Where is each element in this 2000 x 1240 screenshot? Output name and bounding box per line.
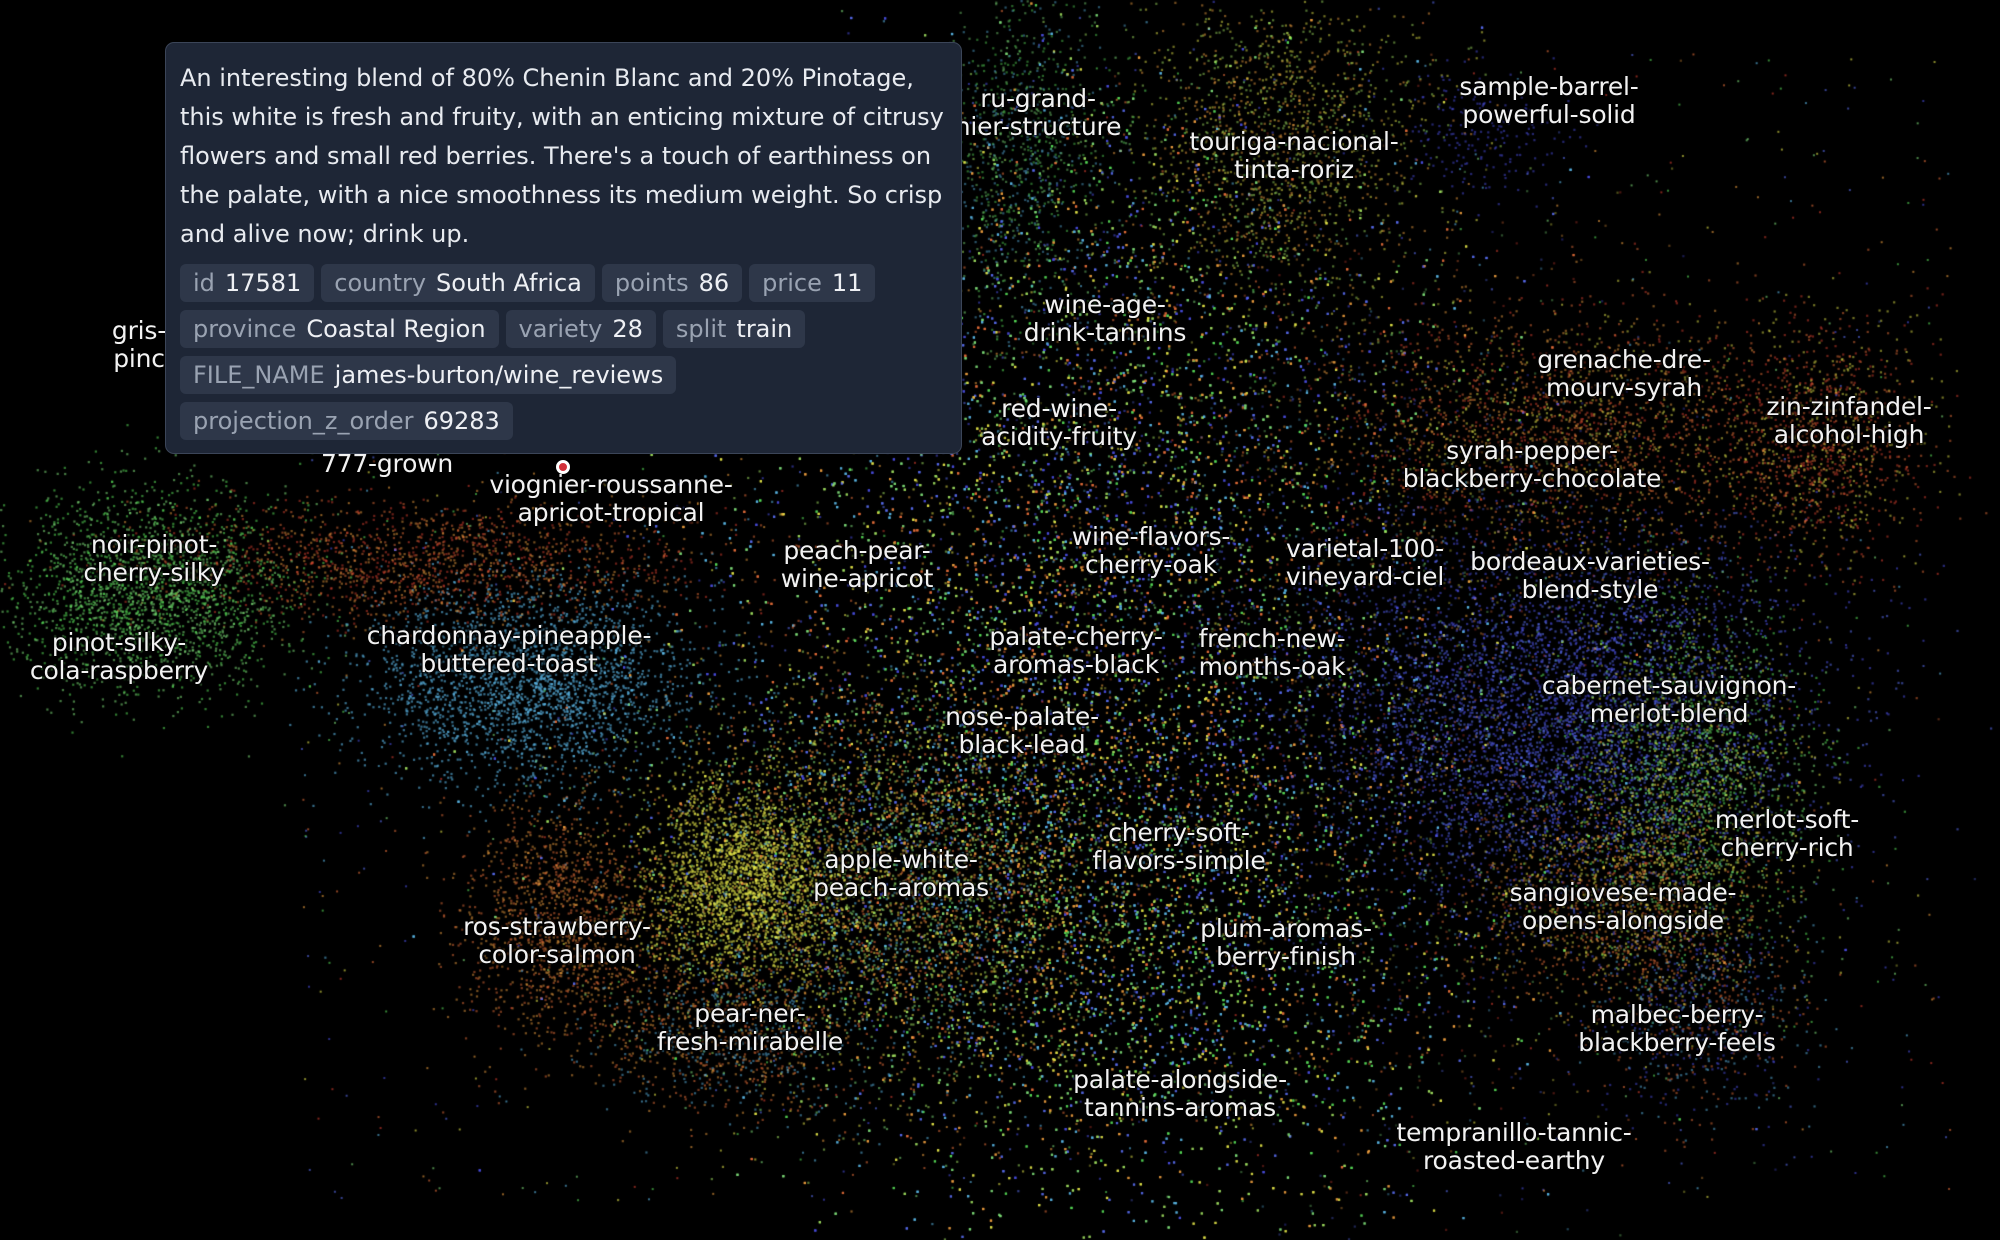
cluster-label[interactable]: sangiovese-made- opens-alongside (1509, 878, 1737, 935)
field-value: 69283 (423, 407, 500, 435)
field-value: South Africa (436, 269, 582, 297)
field-key: price (762, 269, 822, 297)
cluster-label[interactable]: apple-white- peach-aromas (813, 845, 989, 902)
field-chip-country: country South Africa (321, 264, 595, 302)
field-chip-price: price 11 (749, 264, 876, 302)
cluster-label[interactable]: syrah-pepper- blackberry-chocolate (1402, 436, 1662, 493)
cluster-label[interactable]: palate-alongside- tannins-aromas (1073, 1065, 1287, 1122)
field-value: 28 (612, 315, 643, 343)
cluster-label[interactable]: viognier-roussanne- apricot-tropical (489, 470, 733, 527)
cluster-label[interactable]: ru-grand- nier-structure (954, 84, 1122, 141)
field-value: train (736, 315, 793, 343)
cluster-label[interactable]: chardonnay-pineapple- buttered-toast (366, 621, 652, 678)
tooltip-description: An interesting blend of 80% Chenin Blanc… (180, 64, 944, 248)
cluster-label[interactable]: touriga-nacional- tinta-roriz (1189, 127, 1399, 184)
cluster-label[interactable]: gris- pinc (111, 316, 167, 373)
cluster-label[interactable]: grenache-dre- mourv-syrah (1537, 345, 1711, 402)
cluster-label[interactable]: sample-barrel- powerful-solid (1459, 72, 1639, 129)
cluster-label[interactable]: merlot-soft- cherry-rich (1714, 805, 1860, 862)
cluster-label[interactable]: ros-strawberry- color-salmon (463, 912, 651, 969)
field-key: province (193, 315, 297, 343)
cluster-label[interactable]: red-wine- acidity-fruity (981, 394, 1137, 451)
field-value: 11 (831, 269, 863, 297)
cluster-label[interactable]: cherry-soft- flavors-simple (1092, 818, 1266, 875)
field-chip-variety: variety 28 (505, 310, 656, 348)
field-chip-file-name: FILE_NAME james-burton/wine_reviews (180, 356, 677, 394)
field-chip-projection-z-order: projection_z_order 69283 (180, 402, 513, 440)
field-chip-points: points 86 (601, 264, 743, 302)
cluster-label[interactable]: wine-flavors- cherry-oak (1071, 522, 1231, 579)
field-value: 17581 (224, 269, 302, 297)
cluster-label[interactable]: varietal-100- vineyard-ciel (1285, 534, 1445, 591)
field-value: 86 (698, 269, 730, 297)
field-key: country (334, 269, 427, 297)
cluster-label[interactable]: cabernet-sauvignon- merlot-blend (1541, 671, 1797, 728)
cluster-label[interactable]: malbec-berry- blackberry-feels (1578, 1000, 1776, 1057)
cluster-label[interactable]: pinot-silky- cola-raspberry (29, 628, 209, 685)
point-tooltip: An interesting blend of 80% Chenin Blanc… (165, 42, 962, 454)
field-value: Coastal Region (306, 315, 486, 343)
tooltip-field-row: FILE_NAME james-burton/wine_reviews (180, 356, 947, 394)
cluster-label[interactable]: bordeaux-varieties- blend-style (1470, 547, 1710, 604)
tooltip-field-row: id 17581 country South Africa points 86 pri… (180, 264, 947, 302)
field-chip-id: id 17581 (180, 264, 315, 302)
selected-point-marker[interactable] (556, 460, 570, 474)
cluster-label[interactable]: tempranillo-tannic- roasted-earthy (1396, 1118, 1632, 1175)
cluster-label[interactable]: zin-zinfandel- alcohol-high (1766, 392, 1932, 449)
field-key: id (193, 269, 215, 297)
field-chip-split: split train (662, 310, 806, 348)
tooltip-field-row: projection_z_order 69283 (180, 402, 947, 440)
cluster-label[interactable]: palate-cherry- aromas-black (989, 622, 1163, 679)
field-value: james-burton/wine_reviews (334, 361, 664, 389)
cluster-label[interactable]: 777-grown (320, 449, 454, 478)
cluster-label[interactable]: nose-palate- black-lead (945, 702, 1099, 759)
field-key: points (614, 269, 689, 297)
field-key: FILE_NAME (193, 361, 325, 389)
field-key: projection_z_order (193, 407, 414, 435)
cluster-label[interactable]: pear-ner- fresh-mirabelle (656, 999, 844, 1056)
field-chip-province: province Coastal Region (180, 310, 499, 348)
field-key: split (675, 315, 727, 343)
cluster-label[interactable]: peach-pear- wine-apricot (780, 536, 934, 593)
cluster-label[interactable]: wine-age- drink-tannins (1023, 290, 1187, 347)
field-key: variety (518, 315, 603, 343)
cluster-label[interactable]: french-new- months-oak (1198, 624, 1346, 681)
cluster-label[interactable]: noir-pinot- cherry-silky (83, 530, 225, 587)
cluster-label[interactable]: plum-aromas- berry-finish (1200, 914, 1372, 971)
